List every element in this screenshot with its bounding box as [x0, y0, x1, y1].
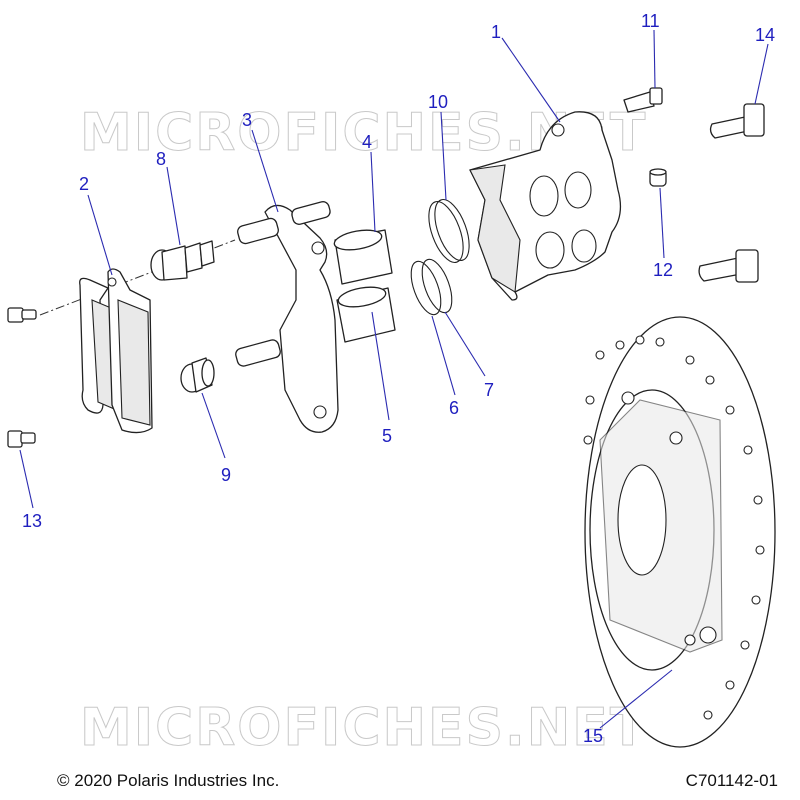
- drawing-id-text: C701142-01: [685, 771, 778, 790]
- copyright-text: © 2020 Polaris Industries Inc.: [57, 771, 280, 790]
- part-4-piston-upper: [333, 229, 393, 285]
- part-14-mounting-bolt-lower: [698, 249, 759, 283]
- part-1-caliper-body: [469, 111, 622, 301]
- part-6-seal: [410, 260, 442, 316]
- callout-labels: 1 2 3 4 5 6 7 8 9 10 11 12 13 14 15: [22, 11, 775, 746]
- part-8-slide-pin: [150, 240, 215, 281]
- part-13-bolt-upper: [7, 307, 37, 323]
- callout-1: 1: [491, 22, 501, 42]
- callout-4: 4: [362, 132, 372, 152]
- callout-15: 15: [583, 726, 603, 746]
- callout-6: 6: [449, 398, 459, 418]
- callout-7: 7: [484, 380, 494, 400]
- part-9-boot: [180, 357, 215, 393]
- part-12-bleeder-cap: [649, 168, 667, 187]
- callout-12: 12: [653, 260, 673, 280]
- part-2-brake-pads: [79, 268, 153, 434]
- watermark-bottom: MICROFICHES.NET: [80, 698, 647, 758]
- part-3-caliper-bracket: [235, 201, 339, 433]
- callout-13: 13: [22, 511, 42, 531]
- callout-5: 5: [382, 426, 392, 446]
- part-5-piston-lower: [336, 286, 396, 343]
- callout-9: 9: [221, 465, 231, 485]
- leader-lines: [19, 29, 769, 729]
- part-15-brake-rotor: [583, 316, 776, 748]
- part-11-bleeder-valve: [623, 87, 663, 113]
- part-10-piston-seals: [428, 199, 470, 263]
- part-7-seal: [421, 258, 453, 314]
- callout-11: 11: [641, 11, 660, 31]
- callout-14: 14: [755, 25, 775, 45]
- callout-3: 3: [242, 110, 252, 130]
- part-14-mounting-bolt-upper: [709, 103, 765, 139]
- callout-8: 8: [156, 149, 166, 169]
- callout-10: 10: [428, 92, 448, 112]
- callout-2: 2: [79, 174, 89, 194]
- part-13-bolt-lower: [7, 430, 36, 448]
